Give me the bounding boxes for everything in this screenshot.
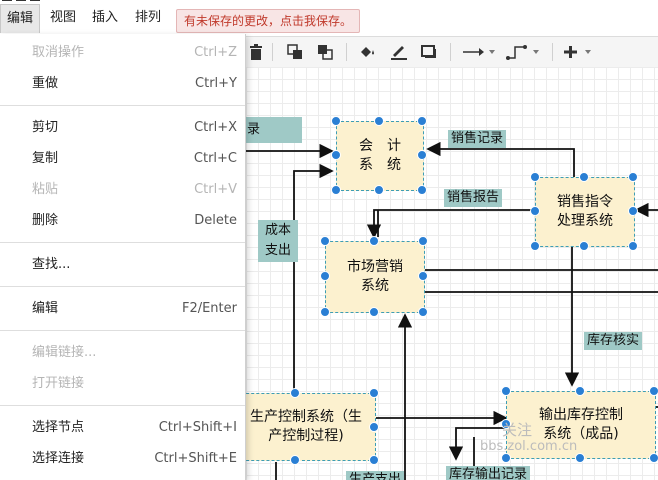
diagram-canvas[interactable]: 会 计系 统 销售指令处理系统 市场营销系统 生产控制系统（生产控制过程) 输出…	[246, 67, 658, 480]
label-bottom-fragment[interactable]: 生产支出	[346, 471, 405, 480]
resize-handle[interactable]	[369, 307, 379, 317]
connection-arrow-icon[interactable]	[460, 41, 498, 63]
line-color-icon[interactable]	[388, 41, 410, 63]
resize-handle[interactable]	[628, 172, 638, 182]
node-marketing-system[interactable]: 市场营销系统	[325, 241, 425, 313]
resize-handle[interactable]	[369, 388, 379, 398]
resize-handle[interactable]	[374, 185, 384, 195]
resize-handle[interactable]	[331, 185, 341, 195]
resize-handle[interactable]	[417, 150, 427, 160]
resize-handle[interactable]	[417, 185, 427, 195]
delete-icon[interactable]	[246, 41, 266, 63]
resize-handle[interactable]	[320, 236, 330, 246]
label-record-fragment[interactable]: 录	[246, 117, 302, 143]
menu-view[interactable]: 视图	[50, 10, 77, 25]
menubar: 编辑 视图 插入 排列 有未保存的更改，点击我保存。	[0, 4, 658, 34]
toolbar	[246, 36, 658, 68]
resize-handle[interactable]	[369, 422, 379, 432]
shadow-icon[interactable]	[418, 41, 440, 63]
watermark-url: bbs.zol.com.cn	[480, 439, 578, 454]
resize-handle[interactable]	[501, 386, 511, 396]
cut-off-title-fragment	[0, 0, 80, 4]
label-inventory-output-record[interactable]: 库存输出记录	[446, 466, 531, 480]
resize-handle[interactable]	[575, 453, 585, 463]
resize-handle[interactable]	[579, 241, 589, 251]
resize-handle[interactable]	[628, 206, 638, 216]
label-sales-record[interactable]: 销售记录	[448, 130, 507, 148]
menu-item-find[interactable]: 查找...	[32, 257, 71, 272]
menu-item-open-link: 打开链接	[32, 376, 85, 391]
node-sales-order-system[interactable]: 销售指令处理系统	[535, 177, 635, 247]
menu-arrange[interactable]: 排列	[135, 10, 162, 25]
resize-handle[interactable]	[649, 386, 658, 396]
label-cost-expense[interactable]: 成本支出	[258, 220, 298, 262]
resize-handle[interactable]	[628, 241, 638, 251]
resize-handle[interactable]	[649, 453, 658, 463]
resize-handle[interactable]	[320, 271, 330, 281]
fill-color-icon[interactable]	[356, 41, 378, 63]
label-sales-report[interactable]: 销售报告	[444, 189, 503, 207]
connector-lines	[246, 141, 658, 480]
menu-insert[interactable]: 插入	[92, 10, 119, 25]
watermark-text: 关注	[502, 421, 533, 439]
resize-handle[interactable]	[331, 116, 341, 126]
resize-handle[interactable]	[374, 116, 384, 126]
node-production-control-system[interactable]: 生产控制系统（生产控制过程)	[246, 393, 376, 461]
label-inventory-check[interactable]: 库存核实	[584, 332, 643, 350]
resize-handle[interactable]	[369, 236, 379, 246]
resize-handle[interactable]	[530, 241, 540, 251]
resize-handle[interactable]	[418, 271, 428, 281]
node-accounting-system[interactable]: 会 计系 统	[336, 121, 424, 191]
resize-handle[interactable]	[501, 453, 511, 463]
resize-handle[interactable]	[575, 386, 585, 396]
resize-handle[interactable]	[530, 206, 540, 216]
resize-handle[interactable]	[579, 172, 589, 182]
resize-handle[interactable]	[418, 307, 428, 317]
to-front-icon[interactable]	[284, 41, 306, 63]
unsaved-changes-button[interactable]: 有未保存的更改，点击我保存。	[176, 9, 361, 33]
resize-handle[interactable]	[417, 116, 427, 126]
resize-handle[interactable]	[290, 455, 300, 465]
resize-handle[interactable]	[331, 150, 341, 160]
insert-plus-icon[interactable]	[562, 41, 598, 63]
resize-handle[interactable]	[501, 419, 511, 429]
menu-edit[interactable]: 编辑	[0, 4, 41, 33]
resize-handle[interactable]	[320, 307, 330, 317]
to-back-icon[interactable]	[314, 41, 336, 63]
resize-handle[interactable]	[369, 455, 379, 465]
menu-item-edit-link: 编辑链接...	[32, 345, 97, 360]
waypoints-icon[interactable]	[504, 41, 544, 63]
resize-handle[interactable]	[530, 172, 540, 182]
resize-handle[interactable]	[418, 236, 428, 246]
resize-handle[interactable]	[290, 388, 300, 398]
